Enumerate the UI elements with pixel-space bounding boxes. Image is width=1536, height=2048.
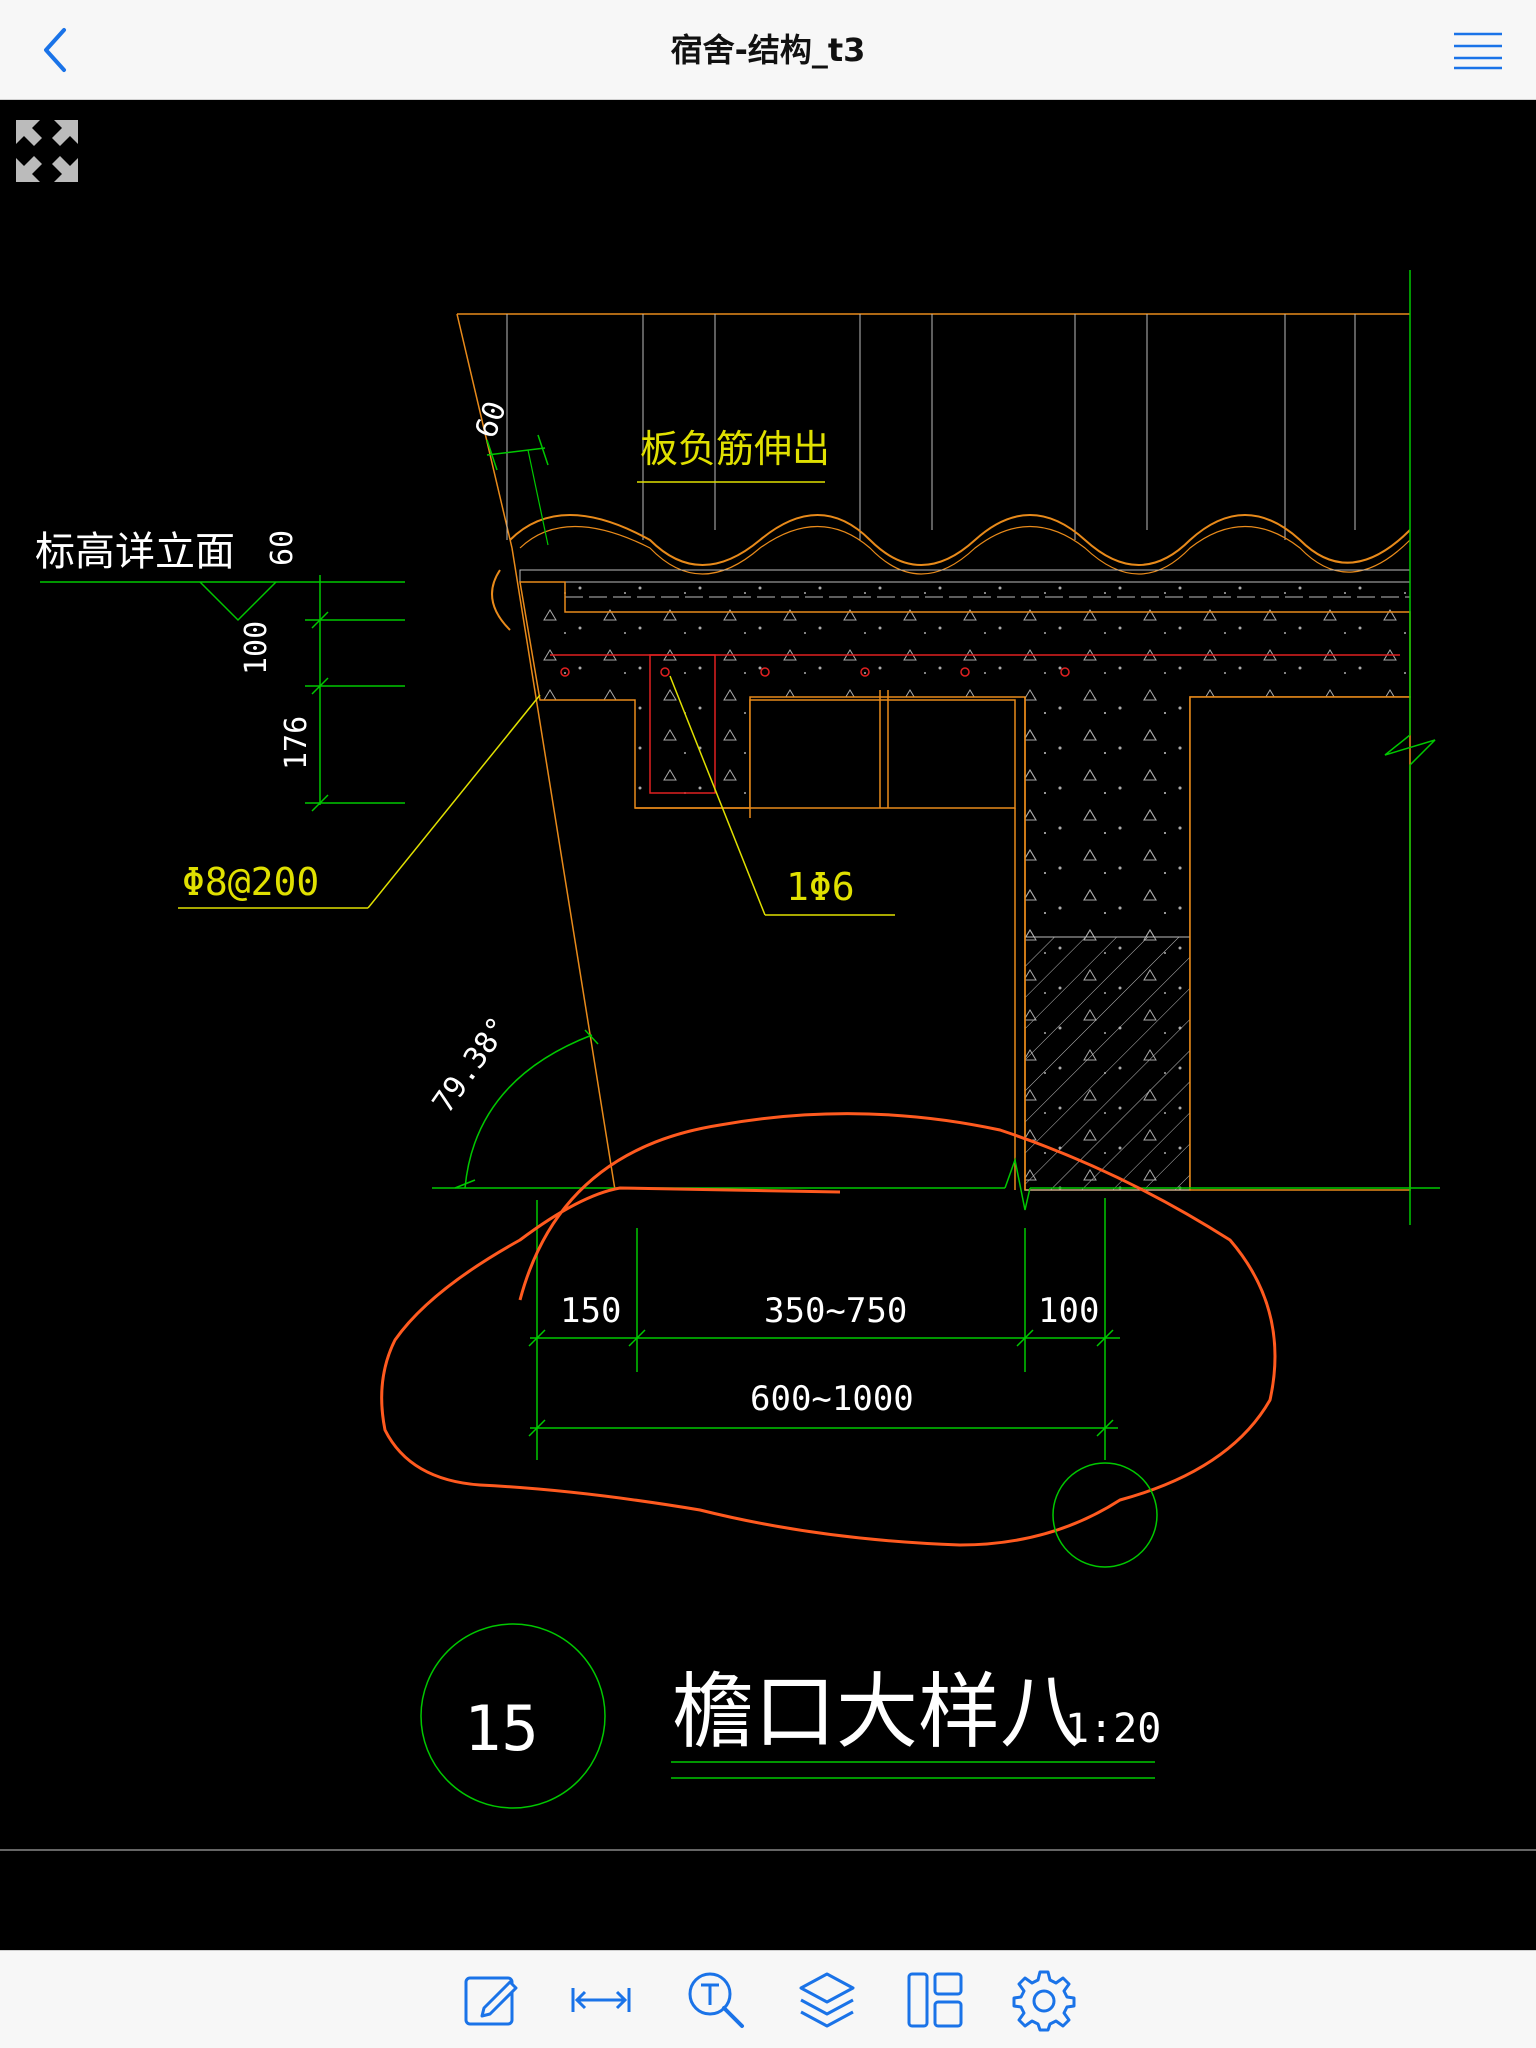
layers-button[interactable] [795,1968,859,2032]
bottom-dimensions [528,1198,1120,1460]
menu-button[interactable] [1452,28,1504,72]
leader-lines [178,481,895,916]
layout-button[interactable] [903,1968,967,2032]
dim-150-text: 150 [560,1291,621,1331]
angle-dimension [454,1029,599,1189]
hamburger-menu-icon [1454,32,1502,70]
settings-icon [1012,1970,1076,2032]
chevron-left-icon [44,28,66,72]
layout-icon [907,1972,963,2028]
edit-icon [464,1976,518,2026]
expand-icon [16,120,78,182]
text-search-button[interactable] [684,1968,748,2032]
detail-title: 檐口大样八 [672,1665,1082,1760]
cad-drawing: 板负筋伸出 标高详立面 60 60 100 176 Φ8@200 1Φ6 79.… [0,270,1536,1851]
label-elevation: 标高详立面 [35,529,235,575]
detail-scale: 1:20 [1065,1706,1161,1752]
dim-100-bottom-text: 100 [1038,1291,1099,1331]
back-button[interactable] [30,22,86,78]
roof-tiles [456,313,1411,631]
label-rebar-phi6: 1Φ6 [786,865,855,909]
slab-section [519,569,1411,1191]
right-axis-line [1384,270,1436,1225]
label-tile-rebar: 板负筋伸出 [640,427,830,471]
text-search-icon [688,1972,744,2028]
edit-button[interactable] [460,1968,524,2032]
dim-100-text: 100 [239,621,274,675]
fullscreen-button[interactable] [14,118,80,184]
dim-350-750-text: 350~750 [764,1291,907,1331]
page-title: 宿舍-结构_t3 [670,31,866,69]
bottom-toolbar [0,1950,1536,2048]
elevation-marker [40,575,405,812]
markup-annotation [380,1112,1277,1568]
measure-button[interactable] [569,1968,633,2032]
layers-icon [799,1972,855,2028]
angle-text: 79.38° [426,1011,517,1120]
dim-176-text: 176 [279,716,314,770]
dim-60-top [486,434,549,546]
settings-button[interactable] [1012,1968,1076,2032]
measure-icon [571,1988,631,2012]
top-nav-bar: 宿舍-结构_t3 [0,0,1536,100]
dim-60-left-text: 60 [265,530,300,566]
label-rebar-phi8: Φ8@200 [182,860,319,904]
detail-title-block [0,1623,1536,1851]
dim-600-1000-text: 600~1000 [750,1379,914,1419]
detail-number: 15 [464,1692,539,1765]
ground-line [432,1157,1440,1211]
cad-canvas[interactable]: 板负筋伸出 标高详立面 60 60 100 176 Φ8@200 1Φ6 79.… [0,100,1536,1950]
